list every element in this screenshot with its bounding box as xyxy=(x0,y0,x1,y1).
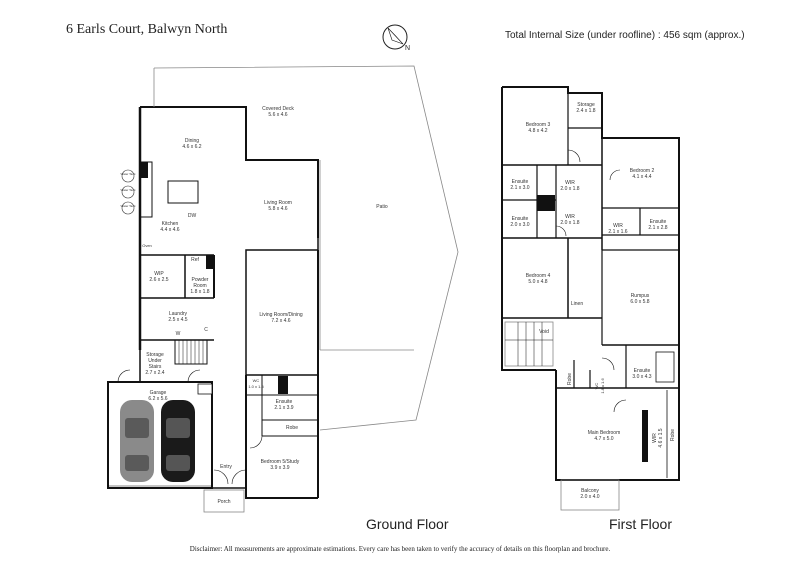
room-porch: Porch xyxy=(217,499,231,505)
dishwasher-label: DW xyxy=(187,213,197,219)
north-arrow-icon xyxy=(382,24,408,50)
room-robe-main: Robe xyxy=(670,429,676,441)
water-tank-label: Water Tank xyxy=(120,172,136,176)
first-floor-plan xyxy=(501,86,680,511)
car-icon xyxy=(120,400,154,482)
north-label: N xyxy=(405,45,411,52)
ground-floor-plan xyxy=(107,65,459,513)
room-linen: Linen xyxy=(570,301,584,307)
fridge-label: Ref xyxy=(191,257,199,263)
water-tank-label: Water Tank xyxy=(120,188,136,192)
total-size-label: Total Internal Size (under roofline) : 4… xyxy=(505,30,745,41)
ground-floor-title: Ground Floor xyxy=(366,516,449,532)
room-patio: Patio xyxy=(376,204,388,210)
room-entry: Entry xyxy=(220,464,232,470)
first-floor-title: First Floor xyxy=(609,516,672,532)
car-icon xyxy=(161,400,195,482)
water-tank-icon xyxy=(121,169,135,215)
dryer-label: C xyxy=(204,327,208,333)
room-robe: Robe xyxy=(286,425,298,431)
property-address: 6 Earls Court, Balwyn North xyxy=(66,22,228,37)
oven-label: Oven xyxy=(142,243,152,248)
room-robe-first: Robe xyxy=(567,373,573,385)
room-void: Void xyxy=(539,329,549,335)
disclaimer: Disclaimer: All measurements are approxi… xyxy=(189,545,611,553)
water-tank-label: Water Tank xyxy=(120,204,136,208)
washer-label: W xyxy=(175,331,181,337)
